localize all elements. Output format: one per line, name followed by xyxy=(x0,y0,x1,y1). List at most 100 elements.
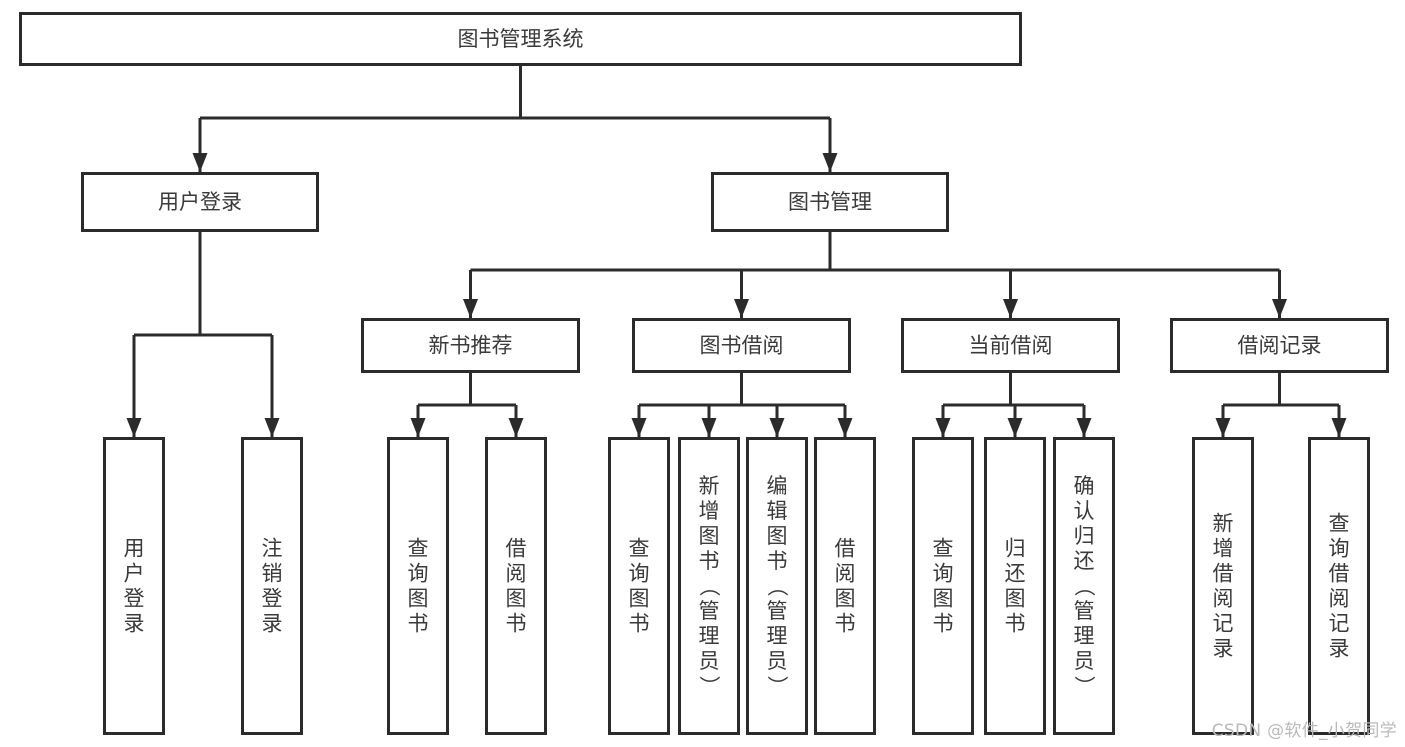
node-box xyxy=(608,437,670,735)
node-book-manage[interactable]: 图书管理 xyxy=(711,172,949,232)
svg-text:图: 图 xyxy=(767,524,788,548)
edge-arrowhead xyxy=(508,418,524,437)
svg-text:书: 书 xyxy=(835,612,856,636)
svg-text:理: 理 xyxy=(699,624,720,648)
node-new-book-recommend[interactable]: 新书推荐 xyxy=(361,318,580,373)
node-book-borrow[interactable]: 图书借阅 xyxy=(632,318,851,373)
svg-text:图: 图 xyxy=(699,524,720,548)
edge-group xyxy=(192,66,838,172)
edge-arrowhead xyxy=(1331,418,1347,437)
edge-arrowhead xyxy=(192,153,208,172)
edge-arrowhead xyxy=(410,418,426,437)
svg-text:图: 图 xyxy=(506,587,527,611)
svg-text:理: 理 xyxy=(767,624,788,648)
edge-group xyxy=(631,373,853,437)
svg-text:）: ） xyxy=(765,676,789,697)
svg-text:管: 管 xyxy=(767,599,788,623)
svg-text:图: 图 xyxy=(835,587,856,611)
svg-text:询: 询 xyxy=(408,562,429,586)
svg-text:图: 图 xyxy=(408,587,429,611)
svg-text:录: 录 xyxy=(1329,637,1350,661)
svg-text:询: 询 xyxy=(933,562,954,586)
node-box xyxy=(19,12,1022,66)
svg-text:辑: 辑 xyxy=(767,499,788,523)
node-box xyxy=(1053,437,1115,735)
svg-text:书: 书 xyxy=(629,612,650,636)
svg-text:员: 员 xyxy=(699,649,720,673)
svg-text:书: 书 xyxy=(1005,612,1026,636)
svg-text:还: 还 xyxy=(1005,562,1026,586)
svg-text:询: 询 xyxy=(629,562,650,586)
svg-text:借: 借 xyxy=(506,537,527,561)
node-box xyxy=(901,318,1120,373)
edge-arrowhead xyxy=(769,418,785,437)
svg-text:查: 查 xyxy=(408,537,429,561)
edge-arrowhead xyxy=(822,153,838,172)
node-box xyxy=(81,172,319,232)
svg-text:查: 查 xyxy=(933,537,954,561)
node-box xyxy=(678,437,740,735)
node-current-borrow[interactable]: 当前借阅 xyxy=(901,318,1120,373)
node-box xyxy=(241,437,303,735)
node-label: 图书管理系统 xyxy=(458,27,584,51)
svg-text:借: 借 xyxy=(1213,562,1234,586)
node-label: 用户登录 xyxy=(124,537,145,636)
svg-text:认: 认 xyxy=(1074,499,1095,523)
svg-text:录: 录 xyxy=(1213,637,1234,661)
edge-group xyxy=(463,232,1287,318)
node-box xyxy=(814,437,876,735)
svg-text:借: 借 xyxy=(835,537,856,561)
svg-text:借: 借 xyxy=(1329,562,1350,586)
svg-text:注: 注 xyxy=(262,537,283,561)
node-label: 当前借阅 xyxy=(969,334,1053,358)
svg-text:阅: 阅 xyxy=(1329,587,1350,611)
svg-text:）: ） xyxy=(1072,676,1096,697)
svg-text:登: 登 xyxy=(124,587,145,611)
node-box xyxy=(711,172,949,232)
svg-text:（: （ xyxy=(765,576,789,597)
svg-text:用: 用 xyxy=(124,537,145,561)
svg-text:图: 图 xyxy=(629,587,650,611)
edge-arrowhead xyxy=(631,418,647,437)
node-box xyxy=(361,318,580,373)
svg-text:图: 图 xyxy=(933,587,954,611)
edges-layer xyxy=(126,66,1347,437)
node-label: 用户登录 xyxy=(158,190,242,214)
node-user-login[interactable]: 用户登录 xyxy=(81,172,319,232)
edge-arrowhead xyxy=(935,418,951,437)
node-root[interactable]: 图书管理系统 xyxy=(19,12,1022,66)
node-box xyxy=(632,318,851,373)
svg-text:增: 增 xyxy=(699,499,720,523)
node-borrow-record[interactable]: 借阅记录 xyxy=(1170,318,1389,373)
svg-text:书: 书 xyxy=(699,549,720,573)
edge-arrowhead xyxy=(701,418,717,437)
edge-group xyxy=(935,373,1092,437)
svg-text:登: 登 xyxy=(262,587,283,611)
svg-text:编: 编 xyxy=(767,474,788,498)
svg-text:图: 图 xyxy=(1005,587,1026,611)
node-user-login-do[interactable]: 用户登录 xyxy=(103,437,165,735)
svg-text:归: 归 xyxy=(1074,524,1095,548)
svg-text:阅: 阅 xyxy=(835,562,856,586)
edge-arrowhead xyxy=(264,418,280,437)
